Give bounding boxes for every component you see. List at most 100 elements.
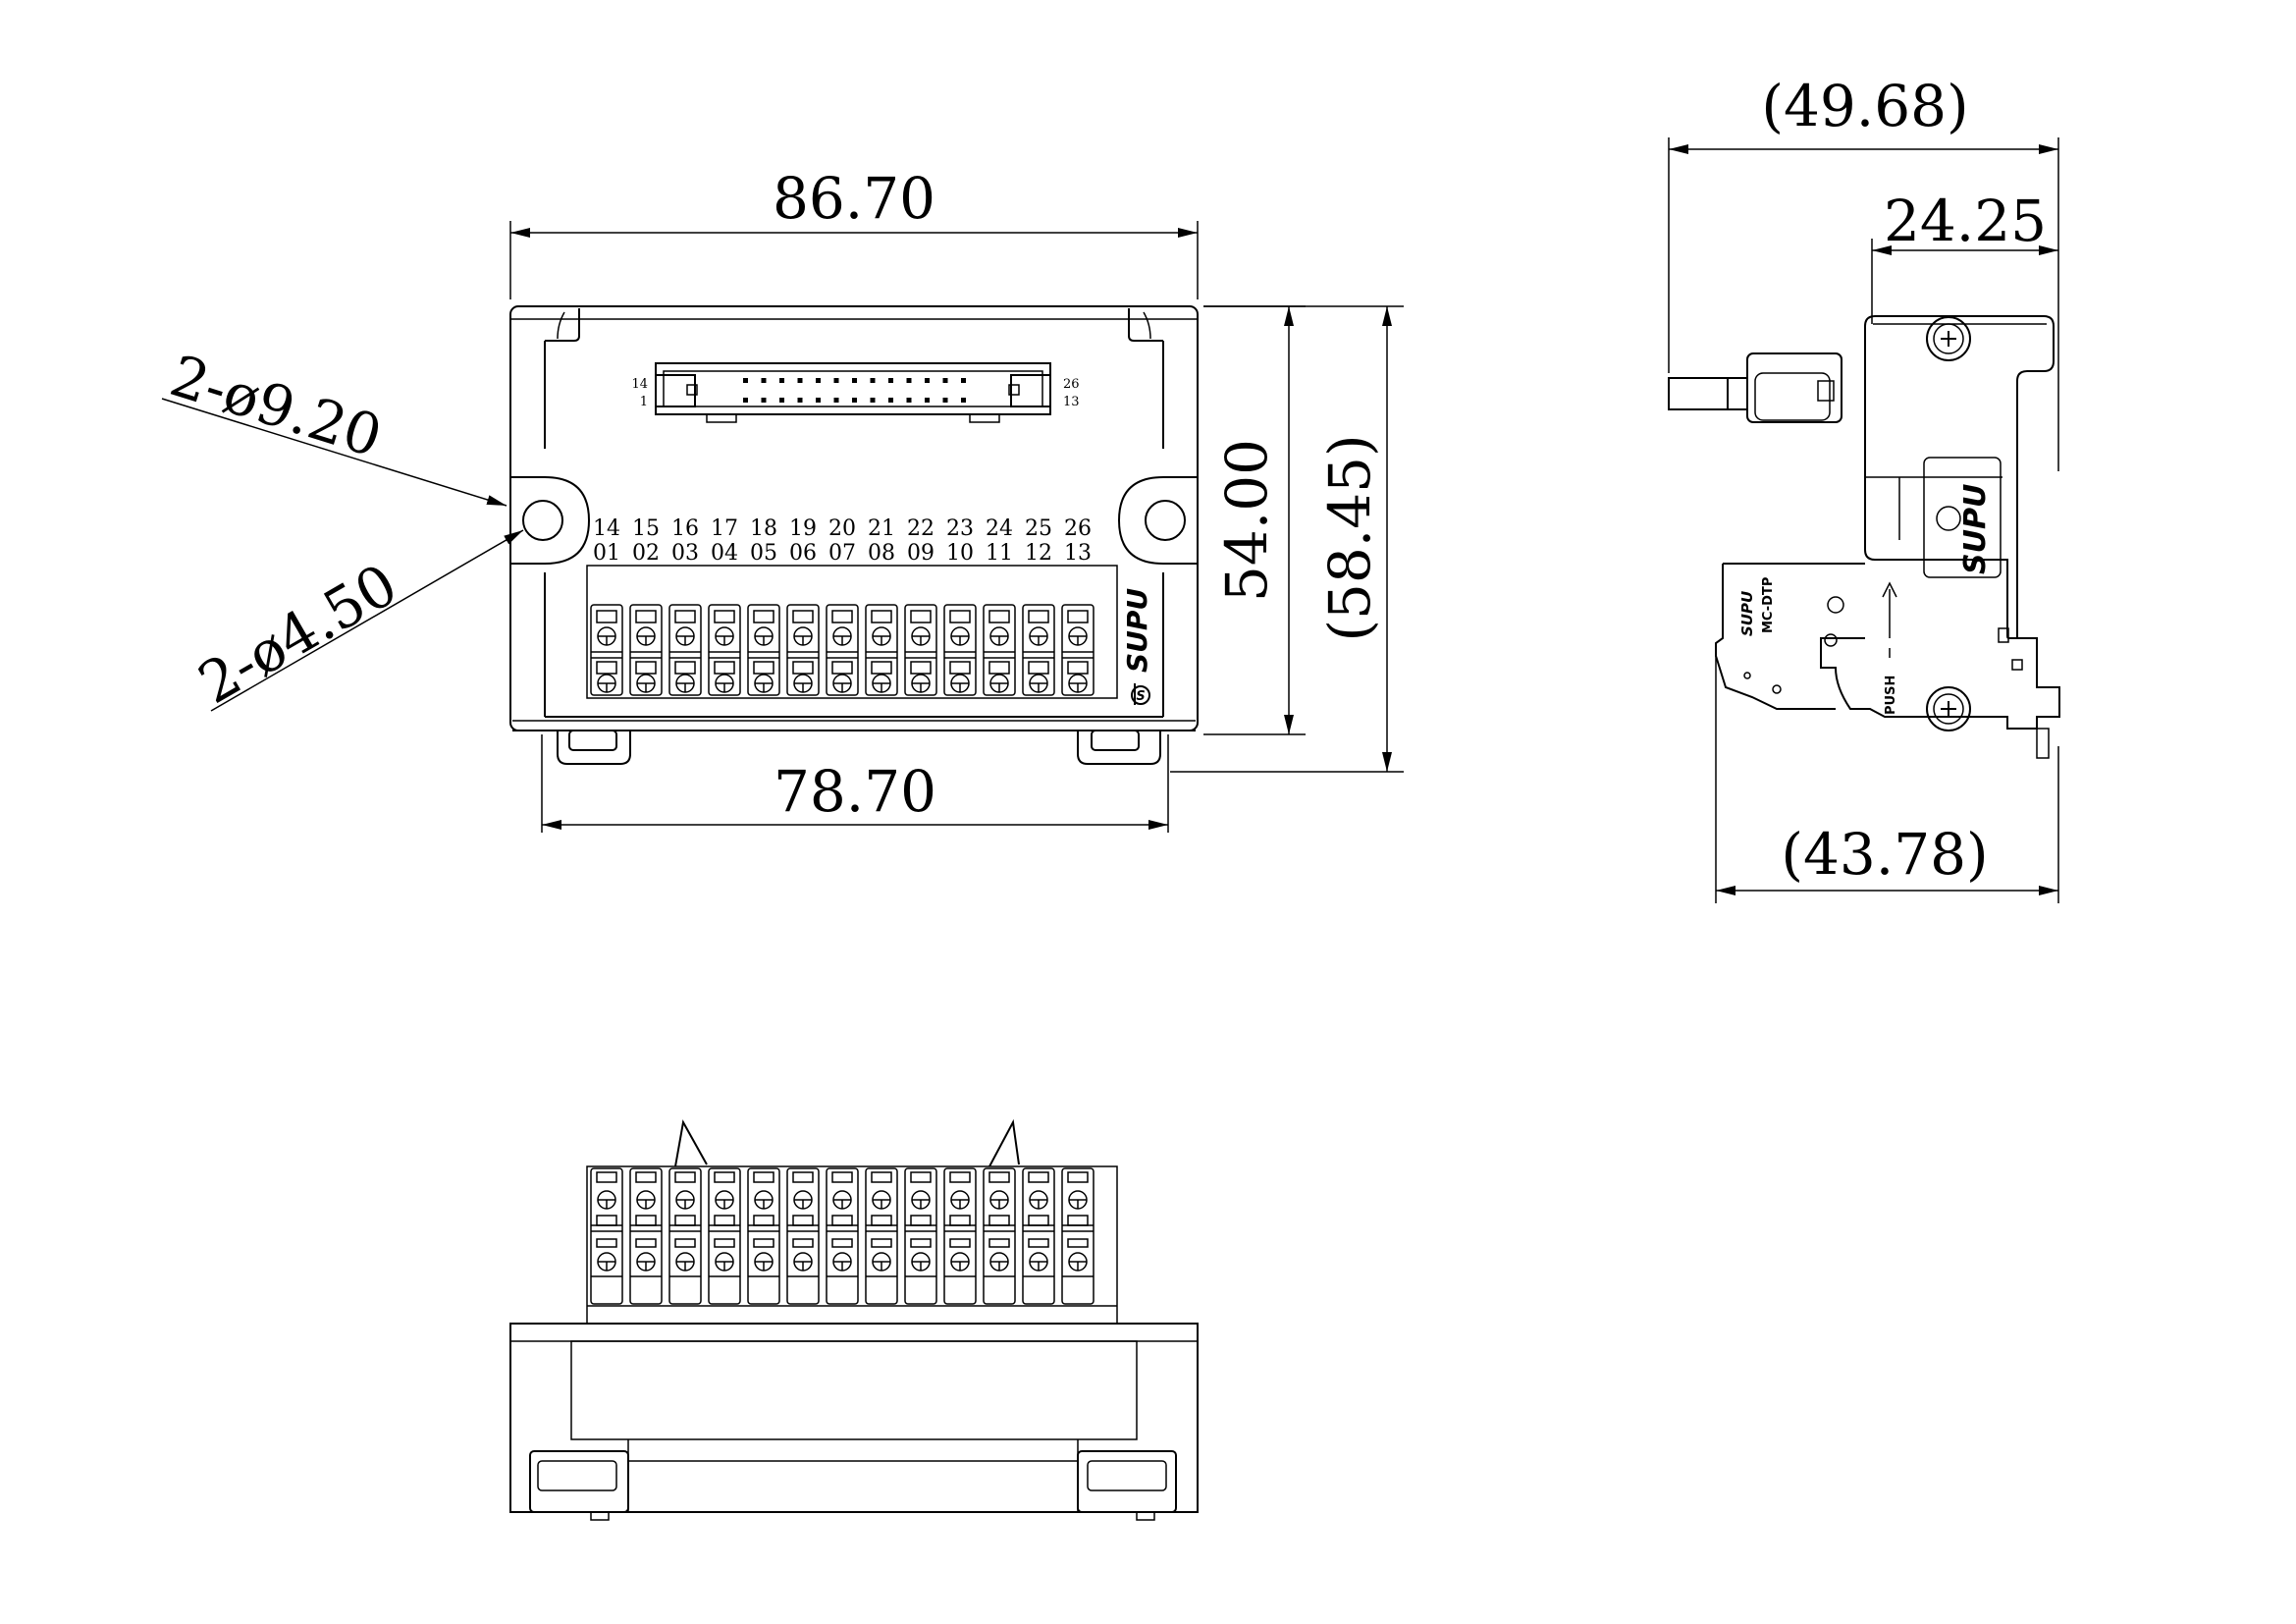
side-view [1668,315,2060,759]
side-view-labels: SUPU SUPU MC-DTP PUSH [1738,484,1993,715]
front-base [509,1323,1199,1513]
dim-width: 86.70 [773,165,935,232]
pin-number-bottom: 03 [671,541,699,566]
connector-label-right-top: 26 [1063,377,1080,392]
idc-pin [925,398,930,403]
terminal-screw [1029,1190,1048,1210]
terminal-cell [865,604,898,696]
terminal-screw [675,1252,695,1272]
terminal-cell-front [786,1167,820,1305]
terminal-cell [943,604,977,696]
terminal-cell-front [865,1167,898,1305]
idc-pin [779,398,784,403]
brand-logo-top: S SUPU [1121,588,1153,705]
terminal-screw [754,674,774,693]
terminal-screw [832,626,852,646]
svg-text:S: S [1136,689,1145,704]
dim-height: 54.00 [1213,439,1280,602]
terminal-screw [872,1252,891,1272]
terminal-screw [1029,1252,1048,1272]
idc-pin [779,378,784,383]
terminal-screw [911,1190,931,1210]
terminal-screw [1068,626,1088,646]
terminal-screw [1068,1190,1088,1210]
idc-pin-grid [743,378,966,403]
terminal-screw [675,626,695,646]
terminal-screw [754,1252,774,1272]
side-housing [1820,315,2060,730]
idc-pin [743,378,748,383]
pin-number-top: 25 [1025,516,1052,541]
connector-label-right-bottom: 13 [1063,395,1080,409]
dim-hole-inner: 2-ø4.50 [187,551,408,717]
terminal-cell-front [826,1167,859,1305]
pin-number-top: 17 [711,516,738,541]
terminal-cell [1022,604,1055,696]
pin-number-top: 18 [750,516,777,541]
top-view-dimensions [161,221,1404,833]
terminal-screw [715,1190,734,1210]
terminal-screw [1068,1252,1088,1272]
mounting-ear-right [1117,476,1198,565]
dim-mount: 78.70 [774,758,936,825]
pin-number-bottom: 10 [946,541,974,566]
mounting-hole-right [1145,500,1186,541]
idc-pin [942,378,948,383]
model-label: MC-DTP [1761,577,1776,633]
svg-text:SUPU: SUPU [1121,588,1153,673]
idc-pin [888,398,893,403]
inner-contour [544,308,1164,718]
foot-left [529,1450,629,1513]
terminal-block-top-view [586,565,1118,699]
screw-bottom [1926,686,1971,731]
dim-overall: (49.68) [1761,73,1968,139]
pin-number-bottom: 09 [907,541,934,566]
terminal-screw [911,626,931,646]
terminal-screw [989,674,1009,693]
terminal-screw [1068,674,1088,693]
terminal-screw [597,626,616,646]
leader-hole-inner [210,529,524,712]
dim-base: (43.78) [1781,821,1988,888]
idc-pin [906,398,912,403]
terminal-cell [904,604,937,696]
top-view-dimension-text: 86.70 78.70 54.00 (58.45) 2-ø9.20 2-ø4.5… [163,165,1383,825]
terminal-cell [590,604,623,696]
base-brand: SUPU [1738,591,1756,636]
idc-pin [852,398,857,403]
mounting-hole-left [522,500,563,541]
terminal-cell-front [629,1167,663,1305]
terminal-screw [989,1252,1009,1272]
screw-top [1926,316,1971,361]
pin-number-top: 15 [632,516,660,541]
din-foot-right [1077,731,1161,765]
pin-number-bottom: 02 [632,541,660,566]
idc-pin [961,378,966,383]
mounting-ear-left [510,476,591,565]
pin-number-top: 20 [828,516,856,541]
cable-plug [1668,352,1842,423]
terminal-cell [629,604,663,696]
dim-height-total: (58.45) [1316,434,1383,641]
pin-number-top: 21 [868,516,895,541]
terminal-cell-front [590,1167,623,1305]
idc-pin [852,378,857,383]
pin-number-bottom: 08 [868,541,895,566]
terminal-cell [826,604,859,696]
terminal-cell-front [747,1167,780,1305]
pin-number-top: 24 [986,516,1013,541]
terminal-block-frame [586,565,1118,699]
idc-pin [833,378,839,383]
idc-pin [761,398,767,403]
pin-number-bottom: 05 [750,541,777,566]
terminal-screw [1029,626,1048,646]
side-view-dimension-text: (49.68) 24.25 (43.78) [1761,73,2047,888]
locking-tab-left [674,1119,708,1167]
terminal-screw [715,674,734,693]
terminal-screw [911,1252,931,1272]
idc-pin [870,398,876,403]
terminal-screw [793,1252,813,1272]
terminal-screw [754,626,774,646]
idc-pin [888,378,893,383]
idc-pin [942,398,948,403]
